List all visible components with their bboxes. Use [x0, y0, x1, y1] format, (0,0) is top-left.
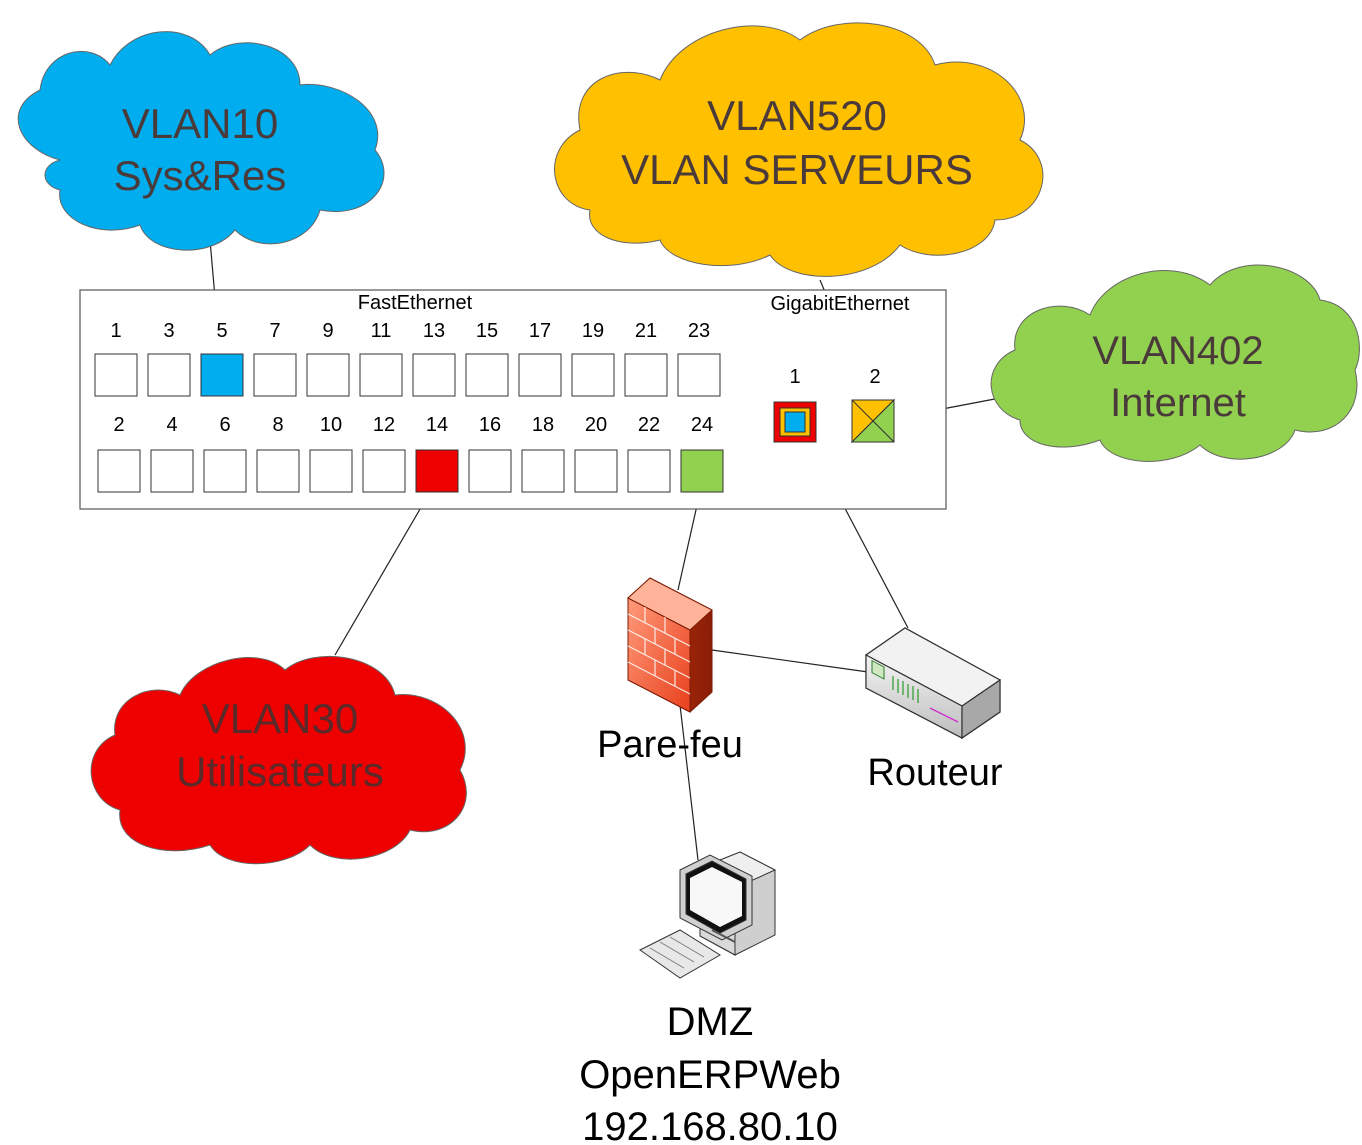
dmz-label: DMZ	[667, 1000, 754, 1044]
fastethernet-port-9[interactable]	[306, 353, 350, 397]
cloud-vlan30: VLAN30 Utilisateurs	[90, 655, 467, 865]
gig-port-1[interactable]	[773, 401, 817, 443]
cloud-vlan520: VLAN520 VLAN SERVEURS	[554, 22, 1044, 277]
port-19-label: 19	[582, 320, 604, 342]
port-12-label: 12	[373, 414, 395, 436]
fastethernet-port-13[interactable]	[412, 353, 456, 397]
fastethernet-port-19[interactable]	[571, 353, 615, 397]
computer-icon[interactable]	[639, 851, 777, 979]
fastethernet-port-4[interactable]	[150, 449, 194, 493]
port-7-label: 7	[269, 320, 280, 342]
fastethernet-port-16[interactable]	[468, 449, 512, 493]
vlan402-title: VLAN402	[1092, 329, 1263, 373]
vlan30-title: VLAN30	[202, 695, 358, 742]
fastethernet-port-6[interactable]	[203, 449, 247, 493]
port-3-label: 3	[163, 320, 174, 342]
fastethernet-port-11[interactable]	[359, 353, 403, 397]
vlan10-subtitle: Sys&Res	[114, 152, 287, 199]
fastethernet-port-7[interactable]	[253, 353, 297, 397]
gig-port-2[interactable]	[850, 398, 896, 444]
gig-port-2-label: 2	[869, 366, 880, 388]
port-18-label: 18	[532, 414, 554, 436]
gigabitethernet-label: GigabitEthernet	[771, 293, 910, 315]
fastethernet-port-18[interactable]	[521, 449, 565, 493]
fastethernet-port-10[interactable]	[309, 449, 353, 493]
fastethernet-port-2[interactable]	[97, 449, 141, 493]
port-21-label: 21	[635, 320, 657, 342]
firewall-icon[interactable]	[627, 577, 713, 713]
fastethernet-port-3[interactable]	[147, 353, 191, 397]
fastethernet-port-1[interactable]	[94, 353, 138, 397]
vlan30-subtitle: Utilisateurs	[176, 748, 384, 795]
link-firewall-dmz	[679, 704, 699, 861]
port-1-label: 1	[110, 320, 121, 342]
fastethernet-port-23[interactable]	[677, 353, 721, 397]
gig-port-1-label: 1	[789, 366, 800, 388]
dmz-ip-label: 192.168.80.10	[582, 1105, 838, 1145]
fastethernet-port-17[interactable]	[518, 353, 562, 397]
fastethernet-port-20[interactable]	[574, 449, 618, 493]
port-24-label: 24	[691, 414, 713, 436]
fastethernet-port-8[interactable]	[256, 449, 300, 493]
dmz-host-label: OpenERPWeb	[579, 1053, 841, 1097]
port-22-label: 22	[638, 414, 660, 436]
port-13-label: 13	[423, 320, 445, 342]
fastethernet-port-21[interactable]	[624, 353, 668, 397]
port-23-label: 23	[688, 320, 710, 342]
fastethernet-port-14[interactable]	[415, 449, 459, 493]
port-6-label: 6	[219, 414, 230, 436]
port-15-label: 15	[476, 320, 498, 342]
port-10-label: 10	[320, 414, 342, 436]
cloud-vlan402: VLAN402 Internet	[990, 264, 1360, 462]
port-2-label: 2	[113, 414, 124, 436]
fastethernet-port-12[interactable]	[362, 449, 406, 493]
port-4-label: 4	[166, 414, 177, 436]
port-8-label: 8	[272, 414, 283, 436]
port-11-label: 11	[371, 320, 392, 342]
router-icon[interactable]	[864, 627, 1002, 740]
firewall-label: Pare-feu	[597, 724, 743, 766]
port-17-label: 17	[529, 320, 551, 342]
vlan520-subtitle: VLAN SERVEURS	[621, 146, 973, 193]
port-20-label: 20	[585, 414, 607, 436]
fastethernet-port-5[interactable]	[200, 353, 244, 397]
link-port14-vlan30	[334, 491, 431, 656]
vlan10-title: VLAN10	[122, 100, 278, 147]
port-16-label: 16	[479, 414, 501, 436]
link-firewall-router	[711, 649, 869, 673]
fastethernet-port-24[interactable]	[680, 449, 724, 493]
port-9-label: 9	[322, 320, 333, 342]
port-14-label: 14	[426, 414, 448, 436]
vlan520-title: VLAN520	[707, 92, 887, 139]
vlan402-subtitle: Internet	[1110, 381, 1246, 425]
fastethernet-port-15[interactable]	[465, 353, 509, 397]
fastethernet-label: FastEthernet	[358, 292, 473, 314]
fastethernet-port-22[interactable]	[627, 449, 671, 493]
router-label: Routeur	[867, 752, 1003, 794]
port-5-label: 5	[216, 320, 227, 342]
cloud-vlan10: VLAN10 Sys&Res	[17, 31, 385, 251]
